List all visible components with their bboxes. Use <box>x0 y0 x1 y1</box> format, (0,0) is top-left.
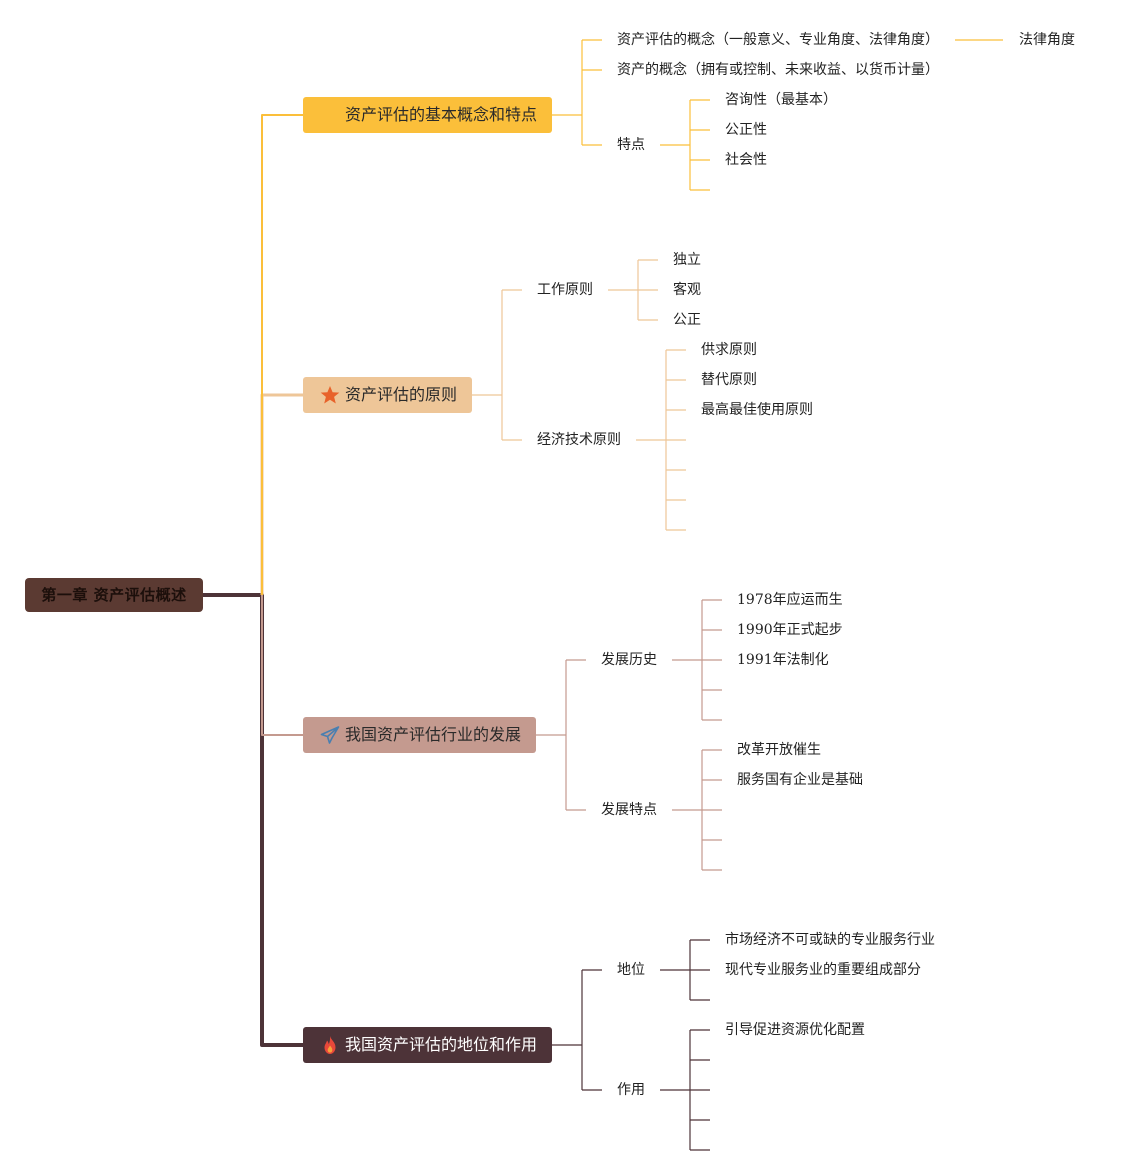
leaf-supply-demand[interactable]: 供求原则 <box>701 342 757 358</box>
branch-status-and-role[interactable]: 我国资产评估的地位和作用 <box>303 1027 552 1063</box>
branch-label: 我国资产评估行业的发展 <box>345 725 522 744</box>
branch-principles[interactable]: 资产评估的原则 <box>303 377 472 413</box>
leaf-objective[interactable]: 客观 <box>673 282 701 298</box>
root-topic[interactable]: 第一章 资产评估概述 <box>25 578 203 612</box>
branch-label: 我国资产评估的地位和作用 <box>345 1035 538 1054</box>
leaf-social[interactable]: 社会性 <box>725 152 767 168</box>
leaf-1978[interactable]: 1978年应运而生 <box>737 592 843 608</box>
leaf-1991[interactable]: 1991年法制化 <box>737 652 829 668</box>
subtopic-characteristics[interactable]: 特点 <box>617 137 645 153</box>
leaf-reform-opening[interactable]: 改革开放催生 <box>737 742 821 758</box>
leaf-highest-best-use[interactable]: 最高最佳使用原则 <box>701 402 813 418</box>
branch-label: 资产评估的基本概念和特点 <box>345 105 538 124</box>
subtopic-appraisal-concept[interactable]: 资产评估的概念（一般意义、专业角度、法律角度） <box>617 32 939 48</box>
subtopic-development-features[interactable]: 发展特点 <box>601 802 657 818</box>
paper-plane-icon <box>320 726 340 744</box>
leaf-consultative[interactable]: 咨询性（最基本） <box>725 92 837 108</box>
fire-icon <box>324 1036 336 1054</box>
leaf-indispensable-service[interactable]: 市场经济不可或缺的专业服务行业 <box>725 932 935 948</box>
subtopic-economic-technical-principles[interactable]: 经济技术原则 <box>537 432 621 448</box>
leaf-substitution[interactable]: 替代原则 <box>701 372 757 388</box>
star-icon <box>320 386 340 404</box>
subtopic-legal-angle[interactable]: 法律角度 <box>1019 32 1075 48</box>
branch-label: 资产评估的原则 <box>345 385 458 404</box>
branch-basic-concepts[interactable]: 资产评估的基本概念和特点 <box>303 97 552 133</box>
subtopic-asset-concept[interactable]: 资产的概念（拥有或控制、未来收益、以货币计量） <box>617 62 939 78</box>
leaf-state-enterprise[interactable]: 服务国有企业是基础 <box>737 772 863 788</box>
leaf-independent[interactable]: 独立 <box>673 252 701 268</box>
leaf-impartial[interactable]: 公正性 <box>725 122 767 138</box>
leaf-1990[interactable]: 1990年正式起步 <box>737 622 843 638</box>
branch-industry-development[interactable]: 我国资产评估行业的发展 <box>303 717 536 753</box>
leaf-resource-allocation[interactable]: 引导促进资源优化配置 <box>725 1022 865 1038</box>
subtopic-role[interactable]: 作用 <box>617 1082 645 1098</box>
subtopic-work-principles[interactable]: 工作原则 <box>537 282 593 298</box>
subtopic-status[interactable]: 地位 <box>617 962 645 978</box>
leaf-modern-service-component[interactable]: 现代专业服务业的重要组成部分 <box>725 962 921 978</box>
leaf-fair[interactable]: 公正 <box>673 312 701 328</box>
subtopic-development-history[interactable]: 发展历史 <box>601 652 657 668</box>
